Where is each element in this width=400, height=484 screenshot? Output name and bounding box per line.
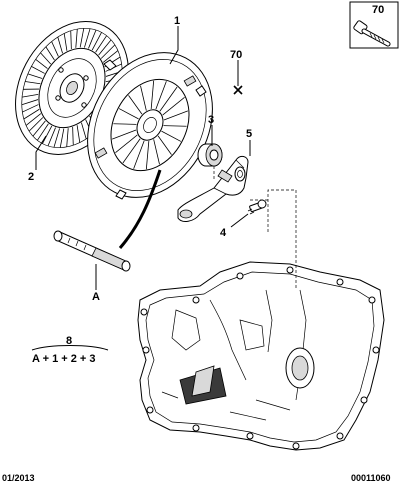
diaphragm-finger	[113, 123, 137, 125]
disc-lining-groove	[32, 120, 46, 137]
label-3: 3	[208, 114, 214, 126]
diaphragm-finger	[145, 141, 150, 170]
guide-tube	[53, 230, 131, 272]
diaphragm-finger	[128, 95, 143, 115]
disc-lining-groove	[53, 128, 60, 148]
disc-lining-groove	[47, 127, 56, 147]
diaphragm-finger	[153, 139, 160, 165]
diaphragm-finger	[140, 85, 147, 111]
release-fork	[177, 155, 249, 222]
disc-lining-groove	[98, 39, 112, 56]
label-70: 70	[230, 49, 242, 61]
diaphragm-finger	[155, 81, 167, 110]
release-bearing	[197, 143, 223, 167]
disc-lining-groove	[102, 50, 119, 63]
cable-line	[118, 169, 162, 249]
disc-lining-groove	[21, 93, 39, 98]
guide-lines	[213, 166, 297, 288]
disc-lining-groove	[23, 108, 40, 120]
diaphragm-finger	[133, 140, 145, 169]
kit-formula: 8 A + 1 + 2 + 3	[31, 335, 109, 365]
disc-lining-groove	[27, 73, 43, 79]
bolt-inset: 70	[349, 1, 399, 49]
kit-formula-text: A + 1 + 2 + 3	[32, 353, 96, 365]
marker-cross-icon	[233, 85, 243, 95]
kit-number: 8	[66, 335, 72, 347]
diaphragm-finger	[161, 130, 182, 142]
diaphragm-finger	[150, 80, 155, 109]
disc-lining-groove	[42, 125, 53, 144]
label-2: 2	[28, 171, 34, 183]
diaphragm-finger	[163, 125, 187, 127]
disc-lining-groove	[75, 28, 78, 48]
leader-lines	[35, 26, 251, 290]
disc-lining-groove	[66, 128, 69, 148]
disc-lining-groove	[81, 122, 87, 140]
disc-lining-groove	[95, 35, 107, 53]
diaphragm-finger	[159, 86, 178, 112]
disc-lining-groove	[28, 117, 44, 132]
footer-date: 01/2013	[2, 473, 35, 483]
disc-lining-groove	[79, 28, 85, 48]
diaphragm-finger	[162, 96, 185, 116]
disc-lining-groove	[25, 113, 42, 126]
label-5: 5	[246, 128, 252, 140]
pressure-plate	[87, 52, 213, 200]
disc-lining-groove	[76, 125, 81, 143]
disc-lining-groove	[91, 32, 102, 51]
diaphragm-finger	[118, 108, 139, 120]
disc-lining-groove	[25, 81, 41, 85]
label-4: 4	[220, 227, 227, 239]
gearbox-housing	[137, 261, 385, 451]
label-1: 1	[174, 15, 180, 27]
diaphragm-finger	[115, 134, 138, 154]
footer-reference: 00011060	[351, 473, 391, 483]
bolt-icon	[353, 20, 391, 47]
disc-lining-groove	[31, 66, 45, 74]
disc-lining-groove	[57, 36, 63, 54]
disc-lining-groove	[40, 52, 52, 65]
disc-lining-groove	[45, 46, 55, 61]
disc-lining-groove	[70, 30, 72, 50]
disc-lining-groove	[63, 33, 68, 51]
disc-lining-groove	[22, 104, 39, 113]
diaphragm-finger	[163, 110, 188, 121]
diaphragm-finger	[157, 135, 172, 155]
disc-lining-groove	[21, 99, 39, 106]
disc-lining-groove	[37, 123, 49, 141]
label-a: A	[92, 291, 100, 303]
disc-lining-groove	[51, 41, 59, 57]
disc-lining-groove	[88, 29, 97, 49]
disc-lining-groove	[72, 126, 74, 146]
disc-lining-groove	[100, 44, 116, 59]
diaphragm-finger	[112, 129, 137, 140]
label-70-inset: 70	[372, 4, 384, 16]
pivot-stud	[247, 199, 267, 215]
disc-lining-groove	[35, 59, 48, 69]
disc-lining-groove	[59, 128, 65, 148]
diaphragm-finger	[122, 138, 141, 164]
disc-lining-groove	[84, 28, 91, 48]
